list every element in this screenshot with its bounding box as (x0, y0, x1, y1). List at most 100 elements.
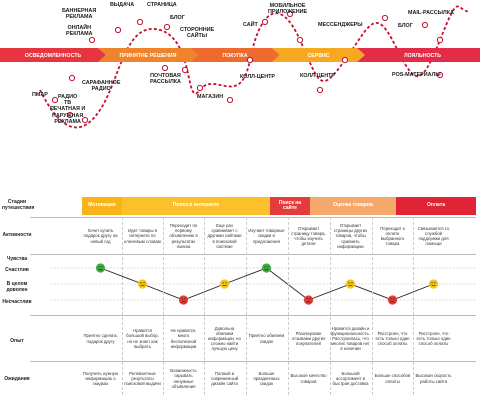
row-label-activity: Активности (2, 232, 32, 238)
stage-label-4: ЛОЯЛЬНОСТЬ (404, 53, 441, 59)
touchpoint-marker (296, 36, 304, 44)
activities-cell: Открывает страницу товара, чтобы изучить… (291, 225, 326, 247)
touchpoint-page: СТРАНИЦА (147, 2, 177, 8)
touchpoint-radio-tv-print: РАДИО ТВ ПЕЧАТНАЯ И НАРУЖНАЯ РЕКЛАМА (50, 94, 86, 125)
activities-cell: Еще раз сравнивает с другими сайтами в п… (207, 223, 242, 249)
grid-line (30, 254, 476, 255)
emotion-curve-chart (50, 263, 476, 305)
stage-arrow-2 (190, 48, 280, 62)
journey-route (39, 5, 471, 129)
unhappy-face-icon (387, 295, 398, 305)
unhappy-face-icon (178, 295, 189, 305)
neutral-face-icon (345, 279, 356, 289)
touchpoint-website: САЙТ (243, 22, 258, 28)
touchpoint-mobile-app: МОБИЛЬНОЕ ПРИЛОЖЕНИЕ (268, 3, 308, 16)
happy-face-icon (261, 263, 272, 273)
row-label-unhappy: Несчастлив (2, 299, 32, 305)
header-site-search: Поиск на сайте (270, 197, 310, 215)
touchpoint-marker (181, 66, 189, 74)
experiences-cell: Не нравится, много бесполезной информаци… (170, 328, 197, 349)
neutral-face-icon (428, 279, 439, 289)
row-label-feelings: Чувства (6, 256, 28, 262)
neutral-face-icon (219, 279, 230, 289)
touchpoint-marker (341, 56, 349, 64)
activities-cell: Идет товары в интернете по ключевым слов… (124, 228, 161, 244)
experiences-cell: Довольна обилием информации, но сложно н… (208, 325, 241, 352)
expectations-cell: Больше способов оплаты (374, 373, 411, 384)
activities-cell: Связывается со службой поддержки для пом… (417, 225, 450, 247)
touchpoint-marker (51, 96, 59, 104)
touchpoint-marker (88, 36, 96, 44)
touchpoint-online-ads: ОНЛАЙН РЕКЛАМА (66, 25, 93, 38)
touchpoint-marker (316, 86, 324, 94)
touchpoint-marker (114, 26, 122, 34)
column-divider (288, 217, 289, 395)
activities-cell: Переходит по первому объявлению в резуль… (169, 223, 198, 249)
expectations-cell: Больше праздничных скидок (253, 370, 280, 387)
touchpoint-marker (196, 84, 204, 92)
row-label-expectations: Ожидания (4, 376, 30, 382)
column-divider (204, 217, 205, 395)
header-internet-search: Поиск в интернете (122, 197, 270, 215)
happy-face-icon (95, 263, 106, 273)
touchpoint-store: МАГАЗИН (197, 94, 224, 100)
stage-arrow-1 (98, 48, 198, 62)
touchpoint-pmar: ПМАР (32, 92, 48, 98)
stage-arrow-4 (357, 48, 480, 62)
header-payment: Оплата (396, 197, 476, 215)
row-label-neutral: В целом доволен (6, 281, 28, 293)
header-motivation: Мотивация (82, 197, 122, 215)
touchpoint-marker (81, 116, 89, 124)
experiences-cell: Нравится дизайн и функциональность. Расс… (331, 325, 370, 352)
touchpoint-search-results: ВЫДАЧА (110, 2, 135, 8)
journey-table: Стадии путешествия Активности Чувства Сч… (2, 195, 476, 397)
touchpoint-marker (421, 21, 429, 29)
expectations-cell: Большой ассортимент и быстрая доставка (332, 370, 369, 387)
column-divider (413, 217, 414, 395)
row-label-experience: Опыт (10, 338, 24, 344)
column-divider (372, 217, 373, 395)
touchpoint-mail-newsletter: MAIL-РАССЫЛКА (408, 10, 454, 16)
touchpoint-call-center-2: КОЛЛ-ЦЕНТР (300, 73, 336, 79)
expectations-cell: Возможность скрывать ненужные объявления (170, 368, 197, 389)
touchpoint-marker (436, 71, 444, 79)
touchpoint-pos-materials: POS-МАТЕРИАЛЫ (392, 72, 441, 78)
stage-label-2: ПОКУПКА (223, 53, 248, 59)
touchpoint-marker (436, 36, 444, 44)
touchpoint-marker (246, 56, 254, 64)
experiences-cell: Разочарован отзывами других покупателей (291, 330, 326, 347)
neutral-face-icon (137, 279, 148, 289)
touchpoint-banner-ads: БАННЕРНАЯ РЕКЛАМА (62, 8, 97, 21)
column-divider (163, 217, 164, 395)
activities-cell: Хочет купить подарок другу на новый год (83, 228, 118, 244)
touchpoint-marker (161, 64, 169, 72)
unhappy-face-icon (303, 295, 314, 305)
activities-cell: Изучает товарные скидки и предложения (248, 228, 285, 244)
touchpoint-marker (286, 10, 294, 18)
touchpoint-marker (68, 74, 76, 82)
experiences-cell: Расстроен, что есть только один способ о… (375, 330, 410, 347)
stage-arrow-0 (0, 48, 106, 62)
row-label-happy: Счастлив (5, 267, 29, 273)
column-divider (122, 217, 123, 395)
touchpoint-marker (66, 111, 74, 119)
touchpoint-marker (261, 18, 269, 26)
grid-line (30, 217, 476, 218)
expectations-cell: Высокое качество товаров (290, 373, 327, 384)
expectations-cell: Получить нужную информацию о скидках (82, 370, 119, 387)
column-divider (246, 217, 247, 395)
touchpoint-marker (381, 14, 389, 22)
experiences-cell: Приятно сделать подарок другу (83, 333, 118, 344)
experiences-cell: Расстроен, что есть только один способ о… (416, 330, 451, 347)
touchpoint-blog-2: БЛОГ (398, 23, 413, 29)
expectations-cell: Высокая скорость работы сайта (415, 373, 452, 384)
touchpoint-marker (136, 18, 144, 26)
activities-cell: Переходит к оплате выбранного товара (380, 225, 405, 247)
stage-arrow-3 (272, 48, 365, 62)
touchpoint-marker (226, 96, 234, 104)
header-product-evaluation: Оценка товаров (310, 197, 396, 215)
experiences-cell: Приятно обилием скидок (248, 333, 285, 344)
touchpoint-call-center: КОЛЛ-ЦЕНТР (240, 74, 276, 80)
